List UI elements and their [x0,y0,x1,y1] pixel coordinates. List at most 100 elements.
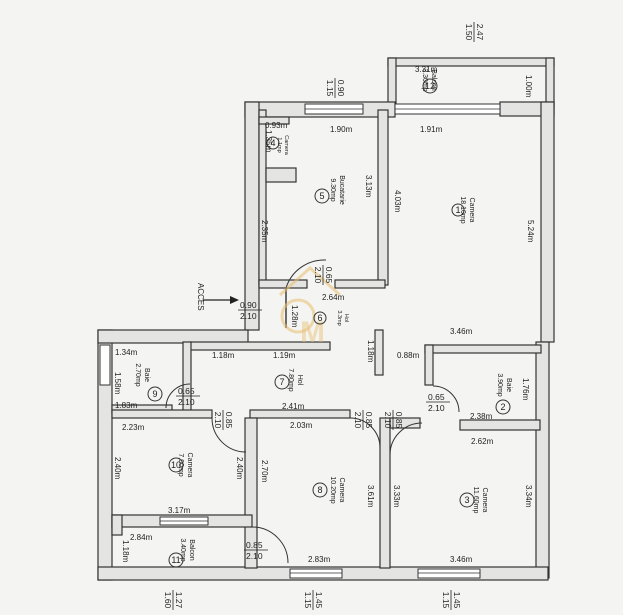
svg-text:2.41m: 2.41m [282,402,305,411]
svg-text:3.46m: 3.46m [450,327,473,336]
svg-text:3.61m: 3.61m [366,485,375,508]
svg-text:0.85: 0.85 [246,540,263,550]
svg-text:0.88m: 0.88m [397,351,420,360]
svg-text:2.70mp: 2.70mp [134,363,141,386]
svg-text:Baie: Baie [143,368,150,382]
svg-text:Hol: Hol [296,375,303,386]
room-label-10: Camera 7.60mp [177,453,193,478]
svg-text:1.90m: 1.90m [330,125,353,134]
room-number-2: 2 [500,402,505,412]
room-number-10: 10 [171,460,181,470]
svg-text:1.27: 1.27 [174,592,184,609]
svg-text:1.45: 1.45 [452,592,462,609]
svg-text:1.35m: 1.35m [264,130,273,153]
svg-text:7.60mp: 7.60mp [177,453,184,476]
svg-text:1.60: 1.60 [163,592,173,609]
svg-text:2.64m: 2.64m [322,293,345,302]
acces-label: ACCES [196,283,205,311]
svg-text:3.17m: 3.17m [168,506,191,515]
svg-text:0.90: 0.90 [240,300,257,310]
dimensions-vertical: 1.00m 1.35m 3.13m 4.03m 5.24m 2.35m 1.28… [113,75,535,563]
svg-text:Camera: Camera [186,453,193,478]
room-labels: Camera 18.10mp 1 Balcon 3.30mp 12 Camera… [134,68,512,568]
svg-text:1.28m: 1.28m [290,305,299,328]
room-label-7: Hol 7.80mp [287,368,303,391]
door-camera-10 [211,417,247,453]
svg-text:2.40m: 2.40m [235,457,244,480]
svg-text:Camera: Camera [468,198,475,223]
svg-text:3.33m: 3.33m [392,485,401,508]
svg-text:1.18m: 1.18m [366,340,375,363]
svg-text:2.10: 2.10 [240,311,257,321]
svg-text:2.10: 2.10 [313,267,323,284]
windows [99,103,501,579]
window-camera-8 [289,568,343,579]
svg-text:0.90: 0.90 [336,80,346,97]
svg-text:18.10mp: 18.10mp [459,196,466,223]
opening-sizes: 2.47 1.50 0.90 1.15 ACCES 0.90 2.10 0.65… [163,22,485,610]
door-baie-2 [432,385,460,413]
door-camera-8 [349,417,381,449]
svg-text:0.85: 0.85 [224,412,234,429]
svg-text:1.15: 1.15 [325,80,335,97]
svg-text:1.45: 1.45 [314,592,324,609]
svg-text:1.58m: 1.58m [113,372,122,395]
room-number-3: 3 [464,495,469,505]
svg-text:2.10: 2.10 [428,403,445,413]
svg-text:1.18m: 1.18m [121,540,130,563]
room-label-2: Baie 3.90mp [496,373,512,396]
svg-text:0.93m: 0.93m [265,121,288,130]
svg-text:3.40mp: 3.40mp [179,538,186,561]
room-label-9: Baie 2.70mp [134,363,150,386]
room-label-6: Hol 3.3mp [336,310,349,325]
door-baie-9 [165,383,191,409]
room-label-5: Bucatarie 9.30mp [329,175,345,205]
svg-text:1.19m: 1.19m [273,351,296,360]
svg-text:9.30mp: 9.30mp [329,178,336,201]
entrance-arrow [230,296,239,304]
svg-text:2.23m: 2.23m [122,423,145,432]
svg-text:2.70m: 2.70m [260,460,269,483]
svg-text:Camera: Camera [338,478,345,503]
room-label-3: Camera 11.60mp [472,487,488,514]
svg-text:2.10: 2.10 [383,412,393,429]
svg-text:Bucatarie: Bucatarie [338,175,345,205]
svg-text:1.15: 1.15 [303,592,313,609]
room-label-1: Camera 18.10mp [459,196,475,223]
svg-text:3.13m: 3.13m [364,175,373,198]
svg-text:3.34m: 3.34m [524,485,533,508]
door-camera-3 [389,422,423,456]
svg-text:2.10: 2.10 [178,397,195,407]
svg-text:2.38m: 2.38m [470,412,493,421]
room-number-11: 11 [171,555,180,565]
svg-text:Baie: Baie [505,378,512,392]
door-balcon-11 [251,526,289,564]
doors [165,259,460,564]
svg-text:7.80mp: 7.80mp [287,368,294,391]
room-number-4: 4 [270,138,275,148]
svg-text:2.47: 2.47 [475,24,485,41]
svg-text:1.34m: 1.34m [115,348,138,357]
svg-text:1.18m: 1.18m [212,351,235,360]
svg-text:2.03m: 2.03m [290,421,313,430]
svg-text:Camera: Camera [283,135,289,156]
room-number-6: 6 [317,313,322,323]
svg-text:0.65: 0.65 [178,386,195,396]
svg-text:3.90mp: 3.90mp [496,373,503,396]
svg-text:M: M [300,316,325,349]
svg-text:2.10: 2.10 [246,551,263,561]
svg-text:4.03m: 4.03m [393,190,402,213]
svg-text:2.83m: 2.83m [308,555,331,564]
room-number-5: 5 [319,191,324,201]
svg-text:2.84m: 2.84m [130,533,153,542]
window-baie-9 [99,344,111,386]
svg-text:0.85: 0.85 [364,412,374,429]
svg-text:5.24m: 5.24m [526,220,535,243]
svg-text:2.40m: 2.40m [113,457,122,480]
room-label-11: Balcon 3.40mp [179,538,195,561]
svg-text:0.85: 0.85 [394,412,404,429]
door-bucatarie [285,259,327,289]
room-number-12: 12 [425,81,435,91]
svg-text:0.65: 0.65 [324,267,334,284]
